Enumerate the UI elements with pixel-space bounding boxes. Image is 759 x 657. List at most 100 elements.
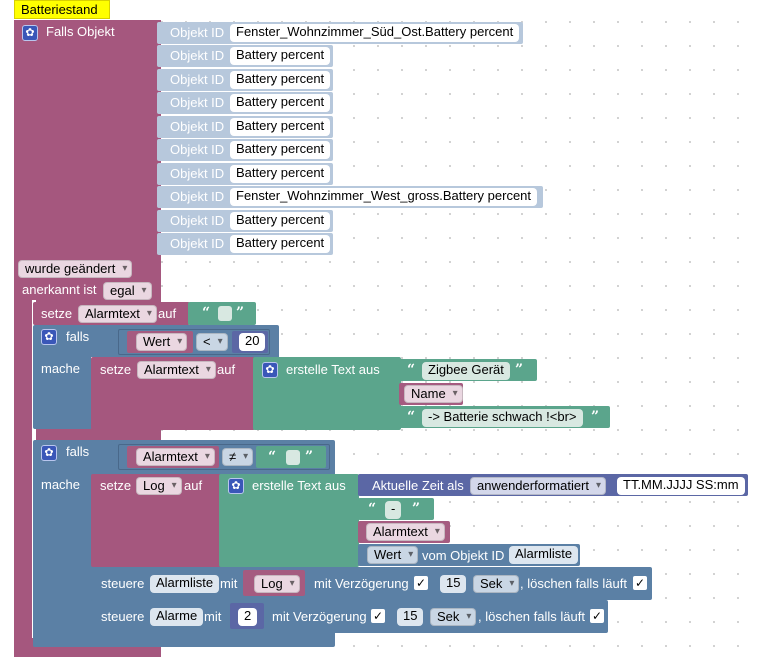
- unit-dropdown[interactable]: Sek: [473, 575, 520, 593]
- string-field[interactable]: Zigbee Gerät: [422, 362, 510, 380]
- empty-text-field[interactable]: [218, 306, 232, 321]
- object-id-label: Objekt ID: [170, 72, 225, 87]
- delay-number-field[interactable]: 15: [440, 575, 467, 593]
- object-id-row[interactable]: Objekt ID Battery percent: [157, 45, 333, 67]
- object-id-row[interactable]: Objekt ID Battery percent: [157, 69, 333, 91]
- comment-text: Batteriestand: [21, 2, 98, 17]
- object-id-label: Objekt ID: [170, 236, 225, 251]
- quote-close-icon: ”: [515, 362, 524, 378]
- comment-label[interactable]: Batteriestand: [14, 0, 110, 19]
- object-id-row[interactable]: Objekt ID Fenster_Wohnzimmer_Süd_Ost.Batt…: [157, 22, 523, 44]
- if-block-2-bottom: [33, 633, 91, 647]
- gear-icon[interactable]: ✿: [41, 329, 57, 345]
- object-id-value[interactable]: Battery percent: [230, 47, 331, 65]
- time-label: Aktuelle Zeit als: [372, 478, 464, 493]
- vom-objekt-label: vom Objekt ID: [422, 548, 505, 563]
- variable-dropdown[interactable]: Alarmtext: [137, 361, 216, 379]
- auf-label: auf: [217, 362, 236, 377]
- quote-close-icon: ”: [412, 501, 421, 517]
- mit-label: mit: [220, 576, 238, 591]
- alarmtext-dropdown[interactable]: Alarmtext: [136, 448, 215, 466]
- gear-icon[interactable]: ✿: [262, 362, 278, 378]
- object-field[interactable]: Alarmliste: [509, 546, 579, 564]
- object-id-value[interactable]: Battery percent: [230, 212, 331, 230]
- gear-icon[interactable]: ✿: [22, 25, 38, 41]
- change-dropdown[interactable]: wurde geändert: [18, 260, 133, 278]
- number-field[interactable]: 20: [239, 333, 266, 351]
- quote-open-icon: “: [202, 305, 211, 321]
- number-field[interactable]: 2: [238, 608, 258, 626]
- steuere-label: steuere: [101, 576, 145, 591]
- delay-checkbox[interactable]: ✓: [371, 609, 385, 623]
- unit-dropdown[interactable]: Sek: [430, 608, 477, 626]
- gear-icon[interactable]: ✿: [41, 445, 57, 461]
- falls-label: falls: [66, 329, 90, 344]
- setze-label: setze: [41, 306, 73, 321]
- delay-label: mit Verzögerung: [272, 609, 367, 624]
- object-id-value[interactable]: Battery percent: [230, 118, 331, 136]
- steuere-label: steuere: [101, 609, 145, 624]
- operator-dropdown[interactable]: <: [196, 333, 228, 351]
- ack-dropdown[interactable]: egal: [103, 282, 152, 300]
- object-id-row[interactable]: Objekt ID Battery percent: [157, 92, 333, 114]
- object-id-label: Objekt ID: [170, 142, 225, 157]
- object-id-value[interactable]: Fenster_Wohnzimmer_Süd_Ost.Battery perce…: [230, 24, 520, 42]
- object-id-row[interactable]: Objekt ID Battery percent: [157, 210, 333, 232]
- auf-label: auf: [158, 306, 177, 321]
- object-id-value[interactable]: Battery percent: [230, 71, 331, 89]
- object-id-label: Objekt ID: [170, 189, 225, 204]
- quote-open-icon: “: [407, 409, 416, 425]
- time-format-dropdown[interactable]: anwenderformatiert: [470, 477, 606, 495]
- trigger-block-extension: [14, 20, 161, 298]
- name-dropdown[interactable]: Name: [404, 385, 463, 403]
- mit-label: mit: [204, 609, 222, 624]
- object-id-label: Objekt ID: [170, 25, 225, 40]
- clear-checkbox[interactable]: ✓: [633, 576, 647, 590]
- delay-number-field[interactable]: 15: [397, 608, 424, 626]
- object-id-row[interactable]: Objekt ID Battery percent: [157, 233, 333, 255]
- object-id-row[interactable]: Objekt ID Battery percent: [157, 139, 333, 161]
- alarmtext-dropdown[interactable]: Alarmtext: [366, 523, 445, 541]
- object-id-row[interactable]: Objekt ID Fenster_Wohnzimmer_West_gross.B…: [157, 186, 543, 208]
- target-field[interactable]: Alarme: [150, 608, 204, 626]
- string-field[interactable]: -: [385, 501, 402, 519]
- object-id-label: Objekt ID: [170, 213, 225, 228]
- object-id-label: Objekt ID: [170, 48, 225, 63]
- auf-label: auf: [184, 478, 203, 493]
- quote-open-icon: “: [268, 449, 277, 465]
- trigger-block-bottom: [14, 647, 161, 657]
- clear-checkbox[interactable]: ✓: [590, 609, 604, 623]
- empty-text-field[interactable]: [286, 450, 300, 465]
- object-id-row[interactable]: Objekt ID Battery percent: [157, 163, 333, 185]
- create-text-label: erstelle Text aus: [252, 478, 346, 493]
- target-field[interactable]: Alarmliste: [150, 575, 220, 593]
- object-id-label: Objekt ID: [170, 119, 225, 134]
- variable-dropdown[interactable]: Log: [136, 477, 182, 495]
- gear-icon[interactable]: ✿: [228, 478, 244, 494]
- delay-label: mit Verzögerung: [314, 576, 409, 591]
- mache-label: mache: [41, 477, 81, 492]
- setze-label: setze: [100, 478, 132, 493]
- string-field[interactable]: -> Batterie schwach !<br>: [422, 409, 583, 427]
- quote-open-icon: “: [407, 362, 416, 378]
- quote-close-icon: ”: [236, 305, 245, 321]
- object-id-value[interactable]: Battery percent: [230, 165, 331, 183]
- object-id-value[interactable]: Fenster_Wohnzimmer_West_gross.Battery pe…: [230, 188, 538, 206]
- object-id-value[interactable]: Battery percent: [230, 141, 331, 159]
- create-text-label: erstelle Text aus: [286, 362, 380, 377]
- log-dropdown[interactable]: Log: [254, 575, 300, 593]
- object-id-label: Objekt ID: [170, 166, 225, 181]
- wert-dropdown[interactable]: Wert: [367, 546, 419, 564]
- time-pattern-field[interactable]: TT.MM.JJJJ SS:mm: [617, 477, 745, 495]
- delay-checkbox[interactable]: ✓: [414, 576, 428, 590]
- trigger-title: Falls Objekt: [46, 24, 115, 39]
- operator-dropdown[interactable]: ≠: [222, 448, 254, 466]
- object-id-label: Objekt ID: [170, 95, 225, 110]
- object-id-row[interactable]: Objekt ID Battery percent: [157, 116, 333, 138]
- object-id-value[interactable]: Battery percent: [230, 94, 331, 112]
- falls-label: falls: [66, 444, 90, 459]
- ack-label: anerkannt ist: [22, 282, 97, 297]
- wert-dropdown[interactable]: Wert: [136, 333, 188, 351]
- object-id-value[interactable]: Battery percent: [230, 235, 331, 253]
- variable-dropdown[interactable]: Alarmtext: [78, 305, 157, 323]
